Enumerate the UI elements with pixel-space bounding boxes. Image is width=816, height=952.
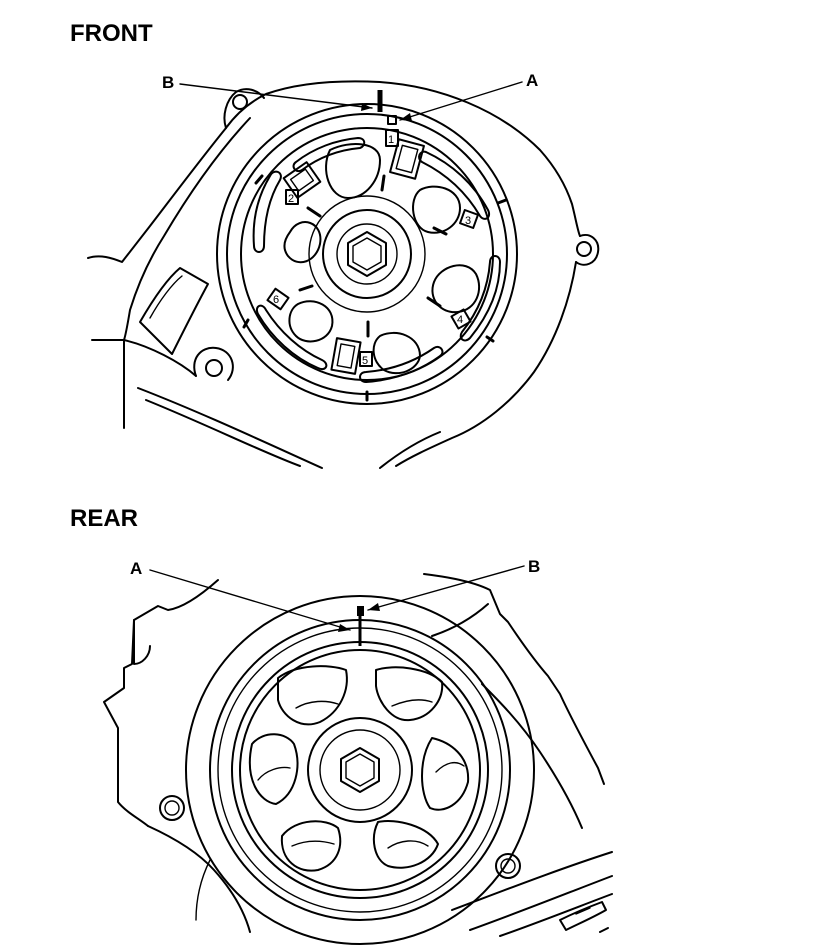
- rear-spoke-window-4: [372, 820, 439, 869]
- cam-number-3: 3: [465, 215, 471, 227]
- front-timing-marks: B A: [162, 71, 538, 125]
- cam-number-1: 1: [388, 134, 394, 146]
- rear-spoke-window-1: [277, 665, 348, 726]
- front-leader-a: [399, 81, 523, 121]
- front-bolt-hole-left: [205, 359, 223, 377]
- front-view: FRONT: [70, 20, 600, 469]
- rear-housing: [103, 573, 613, 937]
- rear-bolt-hole-right: [495, 853, 521, 879]
- front-callout-a: A: [526, 71, 538, 90]
- rear-callout-b: B: [528, 557, 540, 576]
- front-callout-b: B: [162, 73, 174, 92]
- front-bolt-hole-right: [576, 241, 592, 257]
- front-cam-window-3: 3: [459, 209, 479, 229]
- rear-center-bolt-icon: [340, 747, 380, 793]
- front-cam-window-1: 1: [385, 129, 425, 180]
- rear-leader-a: [149, 569, 351, 631]
- front-heading: FRONT: [70, 20, 153, 47]
- front-bolt-hole-top: [232, 94, 248, 110]
- front-housing: [87, 80, 600, 469]
- rear-callout-a: A: [130, 559, 142, 578]
- cam-number-2: 2: [288, 193, 294, 205]
- rear-leader-b: [367, 565, 525, 611]
- front-center-bolt-icon: [347, 231, 387, 277]
- cam-number-5: 5: [362, 355, 368, 367]
- cam-number-6: 6: [273, 294, 279, 306]
- rear-view: REAR: [70, 505, 613, 945]
- rear-heading: REAR: [70, 505, 138, 532]
- front-mark-a: [387, 115, 397, 125]
- front-leader-b: [179, 83, 373, 109]
- rear-timing-marks: A B: [130, 557, 540, 646]
- rear-spoke-window-3: [421, 737, 470, 811]
- front-cam-window-4: 4: [450, 308, 472, 330]
- front-cam-window-2: 2: [282, 161, 322, 205]
- front-cam-window-5: 5: [330, 337, 373, 375]
- front-cam-window-6: 6: [266, 287, 290, 311]
- front-pulley: 1 2 3 4 5: [216, 103, 518, 405]
- rear-mark-b: [357, 606, 364, 616]
- rear-spoke-window-6: [248, 733, 299, 805]
- rear-spoke-window-5: [280, 820, 342, 872]
- cam-number-4: 4: [457, 314, 463, 326]
- rear-spoke-window-2: [375, 666, 444, 722]
- rear-pulley: [185, 595, 535, 945]
- rear-bolt-hole-left: [159, 795, 185, 821]
